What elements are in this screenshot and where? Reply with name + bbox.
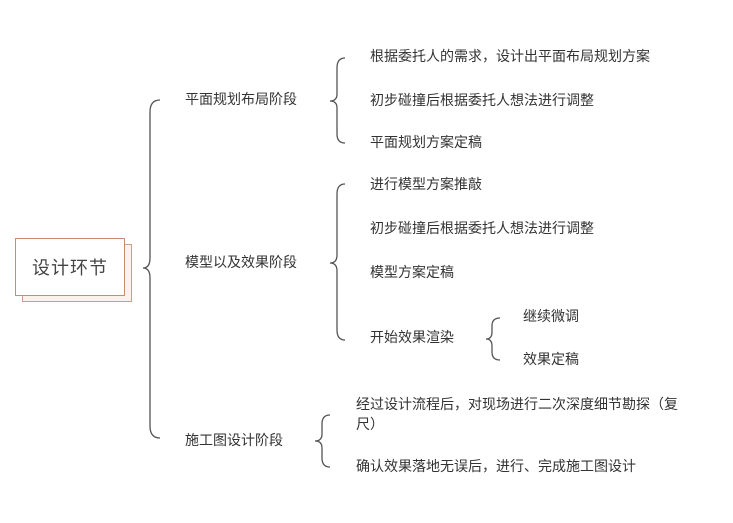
construction-item-1: 经过设计流程后，对现场进行二次深度细节勘探（复尺） bbox=[356, 397, 678, 433]
model-item-2: 初步碰撞后根据委托人想法进行调整 bbox=[370, 221, 594, 237]
branch-construction-stage: 施工图设计阶段 bbox=[185, 433, 283, 449]
branch1-brace bbox=[329, 57, 346, 144]
model-item-1: 进行模型方案推敲 bbox=[370, 177, 482, 193]
layout-item-3: 平面规划方案定稿 bbox=[370, 135, 482, 151]
construction-item-2: 确认效果落地无误后，进行、完成施工图设计 bbox=[356, 459, 636, 475]
layout-item-1: 根据委托人的需求，设计出平面布局规划方案 bbox=[370, 49, 650, 65]
branch3-brace bbox=[314, 414, 331, 468]
root-brace bbox=[142, 99, 161, 439]
layout-item-2: 初步碰撞后根据委托人想法进行调整 bbox=[370, 93, 594, 109]
render-brace bbox=[485, 317, 501, 361]
branch-model-stage: 模型以及效果阶段 bbox=[185, 255, 297, 271]
branch-layout-stage: 平面规划布局阶段 bbox=[185, 92, 297, 108]
model-item-4: 开始效果渲染 bbox=[370, 330, 454, 346]
model-item-3: 模型方案定稿 bbox=[370, 265, 454, 281]
render-subitem-2: 效果定稿 bbox=[523, 352, 579, 368]
branch2-brace bbox=[329, 183, 346, 341]
root-node: 设计环节 bbox=[15, 238, 125, 296]
render-subitem-1: 继续微调 bbox=[523, 309, 579, 325]
